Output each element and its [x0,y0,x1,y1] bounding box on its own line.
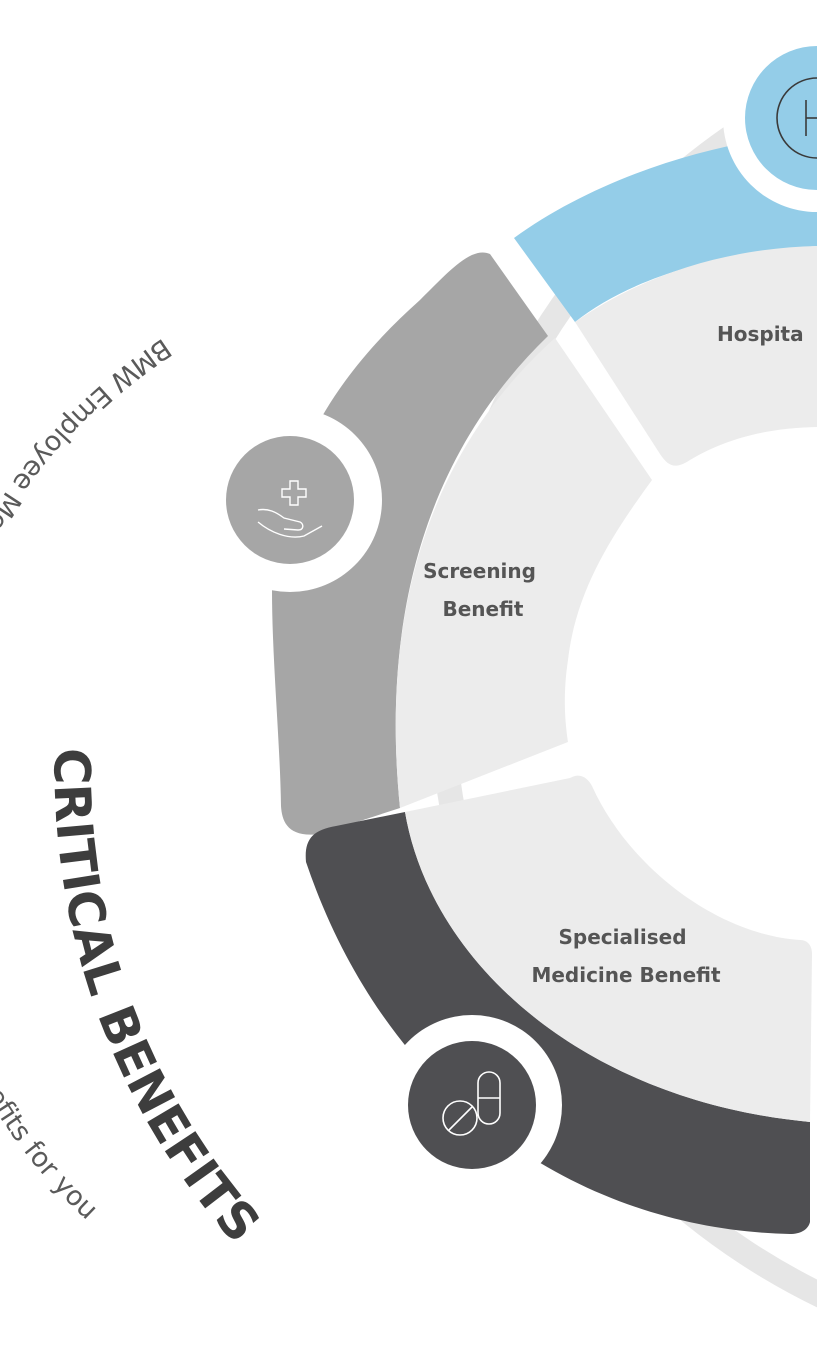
segment-specialised[interactable]: Specialised Medicine Benefit [305,775,812,1234]
segment-screening-label: Screening Benefit [423,559,543,621]
segment-hospital-band [514,130,817,322]
segment-hospital[interactable]: Hospita [514,24,817,466]
segment-screening-band [272,252,548,835]
segment-specialised-inner [405,775,812,1122]
segment-screening-inner [395,338,652,808]
hospital-h-icon [776,77,817,159]
segment-hospital-inner [575,246,817,466]
segment-specialised-band [305,812,810,1234]
hand-cross-icon [257,480,323,538]
segment-hospital-label: Hospita [717,322,804,346]
segment-specialised-label: Specialised Medicine Benefit [531,925,721,987]
segment-screening[interactable]: Screening Benefit [198,252,652,835]
pill-capsule-icon [442,1071,501,1136]
